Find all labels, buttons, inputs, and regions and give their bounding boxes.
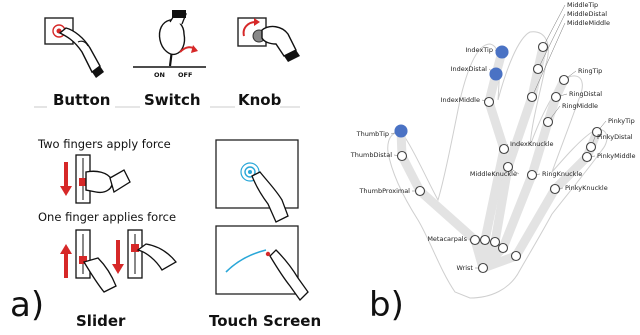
joint-middle-knuckle bbox=[502, 161, 514, 173]
label-index-tip: IndexTip bbox=[465, 46, 493, 54]
joint-pinky-middle bbox=[581, 151, 593, 163]
joint-ring-tip bbox=[558, 74, 570, 86]
slider-note-one-finger: One finger applies force bbox=[38, 210, 177, 224]
label-index-middle: IndexMiddle bbox=[441, 96, 480, 104]
label-pinky-tip: PinkyTip bbox=[608, 117, 635, 125]
joint-ring-knuckle bbox=[526, 169, 538, 181]
label-thumb-proximal: ThumbProximal bbox=[358, 187, 410, 195]
joint-index-middle bbox=[483, 96, 495, 108]
caption-knob: Knob bbox=[238, 91, 282, 109]
joint-pinky-tip bbox=[591, 126, 603, 138]
joint-ring-middle bbox=[542, 116, 554, 128]
switch-on-label: ON bbox=[154, 71, 165, 79]
joint-middle-distal bbox=[532, 63, 544, 75]
leader-middle-distal bbox=[537, 13, 566, 70]
bone-pinky-knuckle-pinky-middle bbox=[550, 152, 592, 194]
joint-index-distal bbox=[489, 67, 503, 81]
joint-pinky-distal bbox=[585, 141, 597, 153]
label-pinky-knuckle: PinkyKnuckle bbox=[565, 184, 608, 192]
label-ring-middle: RingMiddle bbox=[562, 102, 598, 110]
label-index-distal: IndexDistal bbox=[451, 65, 488, 73]
joint-wrist bbox=[477, 262, 489, 274]
leader-middle-tip bbox=[542, 4, 566, 48]
joint-index-tip bbox=[495, 45, 509, 59]
panel-a-letter: a) bbox=[10, 285, 45, 325]
switch-off-label: OFF bbox=[178, 71, 193, 79]
joint-thumb-proximal bbox=[414, 185, 426, 197]
bone-meta-4-ring-knuckle bbox=[498, 170, 537, 253]
label-middle-distal: MiddleDistal bbox=[567, 10, 607, 18]
bone-ring-knuckle-ring-middle bbox=[527, 117, 553, 180]
label-ring-tip: RingTip bbox=[578, 67, 602, 75]
label-thumb-tip: ThumbTip bbox=[356, 130, 389, 138]
joint-meta-4 bbox=[497, 242, 509, 254]
joint-thumb-tip bbox=[394, 124, 408, 138]
caption-switch: Switch bbox=[144, 91, 201, 109]
label-metacarpals: Metacarpals bbox=[427, 235, 467, 243]
label-thumb-distal: ThumbDistal bbox=[350, 151, 392, 159]
label-index-knuckle: IndexKnuckle bbox=[510, 140, 554, 148]
joint-meta-2 bbox=[479, 234, 491, 246]
joint-middle-middle bbox=[526, 91, 538, 103]
joint-thumb-distal bbox=[396, 150, 408, 162]
joint-metacarpals bbox=[469, 234, 481, 246]
bone-meta-3-middle-knuckle bbox=[490, 162, 513, 247]
label-ring-knuckle: RingKnuckle bbox=[542, 170, 582, 178]
joint-index-knuckle bbox=[498, 143, 510, 155]
joint-meta-5 bbox=[510, 250, 522, 262]
label-pinky-middle: PinkyMiddle bbox=[597, 152, 636, 160]
slider-note-two-fingers: Two fingers apply force bbox=[38, 137, 171, 151]
label-wrist: Wrist bbox=[456, 264, 473, 272]
bone-meta-5-pinky-knuckle bbox=[511, 184, 560, 261]
label-middle-knuckle: MiddleKnuckle bbox=[470, 170, 517, 178]
joint-pinky-knuckle bbox=[549, 183, 561, 195]
label-pinky-distal: PinkyDistal bbox=[597, 133, 633, 141]
bone-middle-knuckle-middle-middle bbox=[503, 92, 537, 172]
bone-wrist-meta-5 bbox=[478, 251, 521, 273]
label-ring-distal: RingDistal bbox=[569, 90, 602, 98]
hand-joints: MiddleTipMiddleDistalMiddleMiddleIndexTi… bbox=[350, 1, 636, 274]
leader-middle-middle bbox=[531, 22, 566, 98]
bone-thumb-proximal-thumb-distal bbox=[397, 151, 425, 196]
caption-touch-screen: Touch Screen bbox=[209, 312, 322, 330]
bone-metacarpals-thumb-proximal bbox=[415, 186, 480, 245]
caption-button: Button bbox=[53, 91, 111, 109]
bone-index-knuckle-index-middle bbox=[484, 97, 509, 154]
joint-middle-tip bbox=[537, 41, 549, 53]
joint-meta-3 bbox=[489, 236, 501, 248]
bone-meta-2-index-knuckle bbox=[480, 144, 509, 245]
panel-b-letter: b) bbox=[369, 285, 404, 325]
label-middle-tip: MiddleTip bbox=[567, 1, 598, 9]
caption-slider: Slider bbox=[76, 312, 126, 330]
joint-ring-distal bbox=[550, 91, 562, 103]
label-middle-middle: MiddleMiddle bbox=[567, 19, 610, 27]
